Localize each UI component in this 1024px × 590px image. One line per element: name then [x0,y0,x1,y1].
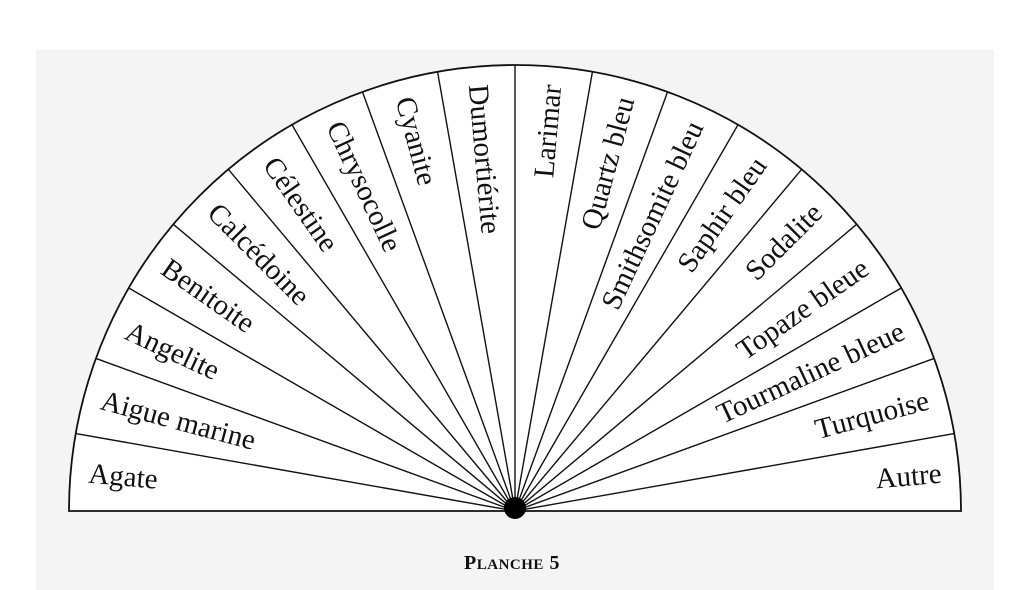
sector-divider [514,287,902,512]
plate-title-initial: P [464,552,477,574]
sector-label-agate: Agate [87,458,159,496]
sectors-layer [68,64,962,519]
sector-divider [75,432,516,512]
sector-divider [361,91,516,512]
sector-divider [128,287,516,512]
sector-divider [514,71,594,512]
sector-divider [514,168,803,512]
sector-divider [172,223,516,512]
plate-title-number: 5 [549,552,560,574]
sector-divider [227,168,516,512]
sector-divider [514,223,858,512]
sector-divider [95,357,516,512]
sector-divider [291,124,516,512]
plate-title: PLANCHE 5 [0,552,1024,575]
chart-center-hub [504,497,526,519]
sector-divider [436,71,516,512]
sector-divider [514,357,935,512]
sector-label-autre: Autre [874,458,943,496]
plate-title-word: LANCHE [476,557,544,573]
sector-divider [514,91,669,512]
sector-divider [514,432,955,512]
sector-divider [514,124,739,512]
